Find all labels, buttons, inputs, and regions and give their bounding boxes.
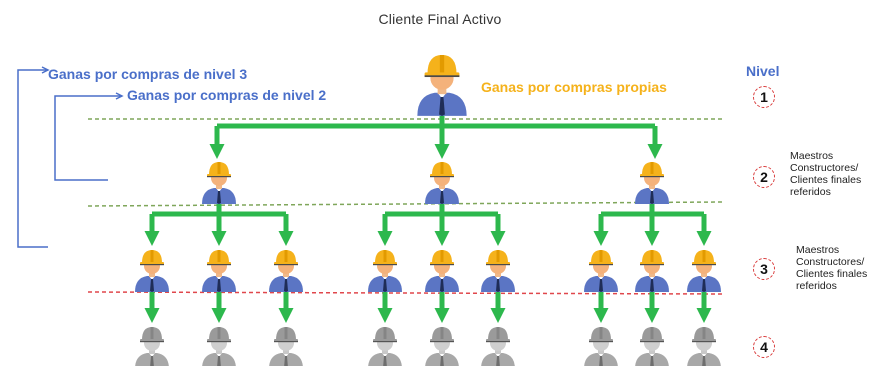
level-2-description: Maestros Constructores/ Clientes finales… (790, 150, 862, 198)
worker-helmet-gray-icon-level-4 (135, 327, 169, 366)
worker-helmet-icon-level-2-middle (425, 162, 459, 204)
level-3-badge: 3 (753, 258, 775, 280)
worker-helmet-icon-level-3 (135, 250, 169, 292)
bracket-level-2-arrow (115, 92, 124, 100)
tree-level-1-2 (209, 112, 663, 159)
worker-helmet-gray-icon-level-4 (425, 327, 459, 366)
divider-level-3-4 (87, 291, 723, 295)
tree-level-2-3-left (144, 201, 294, 246)
worker-helmet-icon-level-3 (481, 250, 515, 292)
level-2-badge: 2 (753, 166, 775, 188)
worker-helmet-icon-level-3 (425, 250, 459, 292)
level2-earnings-label: Ganas por compras de nivel 2 (127, 87, 327, 103)
own-earnings-label: Ganas por compras propias (481, 79, 667, 95)
worker-helmet-icon-level-3 (368, 250, 402, 292)
tree-level-2-3-middle (377, 201, 506, 246)
worker-helmet-icon-level-3 (269, 250, 303, 292)
worker-helmet-gray-icon-level-4 (687, 327, 721, 366)
level3-earnings-label: Ganas por compras de nivel 3 (48, 66, 248, 82)
worker-helmet-gray-icon-level-4 (635, 327, 669, 366)
worker-helmet-icon-level-2-right (635, 162, 669, 204)
worker-helmet-icon-level-3 (687, 250, 721, 292)
nivel-header: Nivel (746, 63, 780, 79)
worker-helmet-icon-level-1 (417, 55, 467, 116)
worker-helmet-gray-icon-level-4 (269, 327, 303, 366)
worker-helmet-gray-icon-level-4 (202, 327, 236, 366)
worker-helmet-gray-icon-level-4 (368, 327, 402, 366)
worker-helmet-gray-icon-level-4 (481, 327, 515, 366)
arrows-level-3-4 (144, 290, 712, 323)
divider-level-2-3 (87, 201, 723, 207)
worker-helmet-icon-level-3 (584, 250, 618, 292)
worker-helmet-icon-level-3 (635, 250, 669, 292)
bracket-level-2 (54, 95, 122, 181)
level-3-description: Maestros Constructores/ Clientes finales… (796, 244, 868, 292)
level-1-badge: 1 (753, 86, 775, 108)
diagram-title: Cliente Final Activo (378, 11, 502, 27)
level-4-badge: 4 (753, 336, 775, 358)
worker-helmet-icon-level-2-left (202, 162, 236, 204)
bracket-level-3 (17, 69, 48, 248)
worker-helmet-gray-icon-level-4 (584, 327, 618, 366)
tree-level-2-3-right (593, 201, 712, 246)
worker-helmet-icon-level-3 (202, 250, 236, 292)
